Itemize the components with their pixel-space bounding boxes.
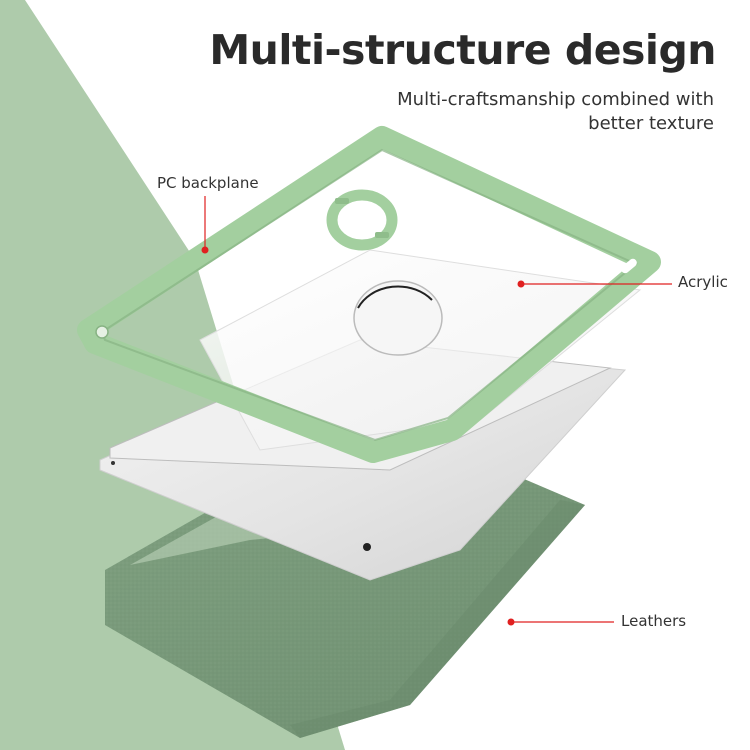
page-title: Multi-structure design (209, 26, 716, 74)
callout-pc-backplane (201, 196, 209, 254)
callout-acrylic (517, 280, 672, 288)
ring-stand (326, 189, 398, 251)
callout-leathers (507, 618, 614, 626)
pc-backplane-frame (77, 126, 661, 463)
label-pc-backplane: PC backplane (157, 174, 259, 192)
page-subtitle: Multi-craftsmanship combined with better… (397, 89, 714, 134)
acrylic-panel (199, 249, 642, 451)
label-leathers: Leathers (621, 612, 687, 630)
label-acrylic: Acrylic (678, 273, 728, 291)
